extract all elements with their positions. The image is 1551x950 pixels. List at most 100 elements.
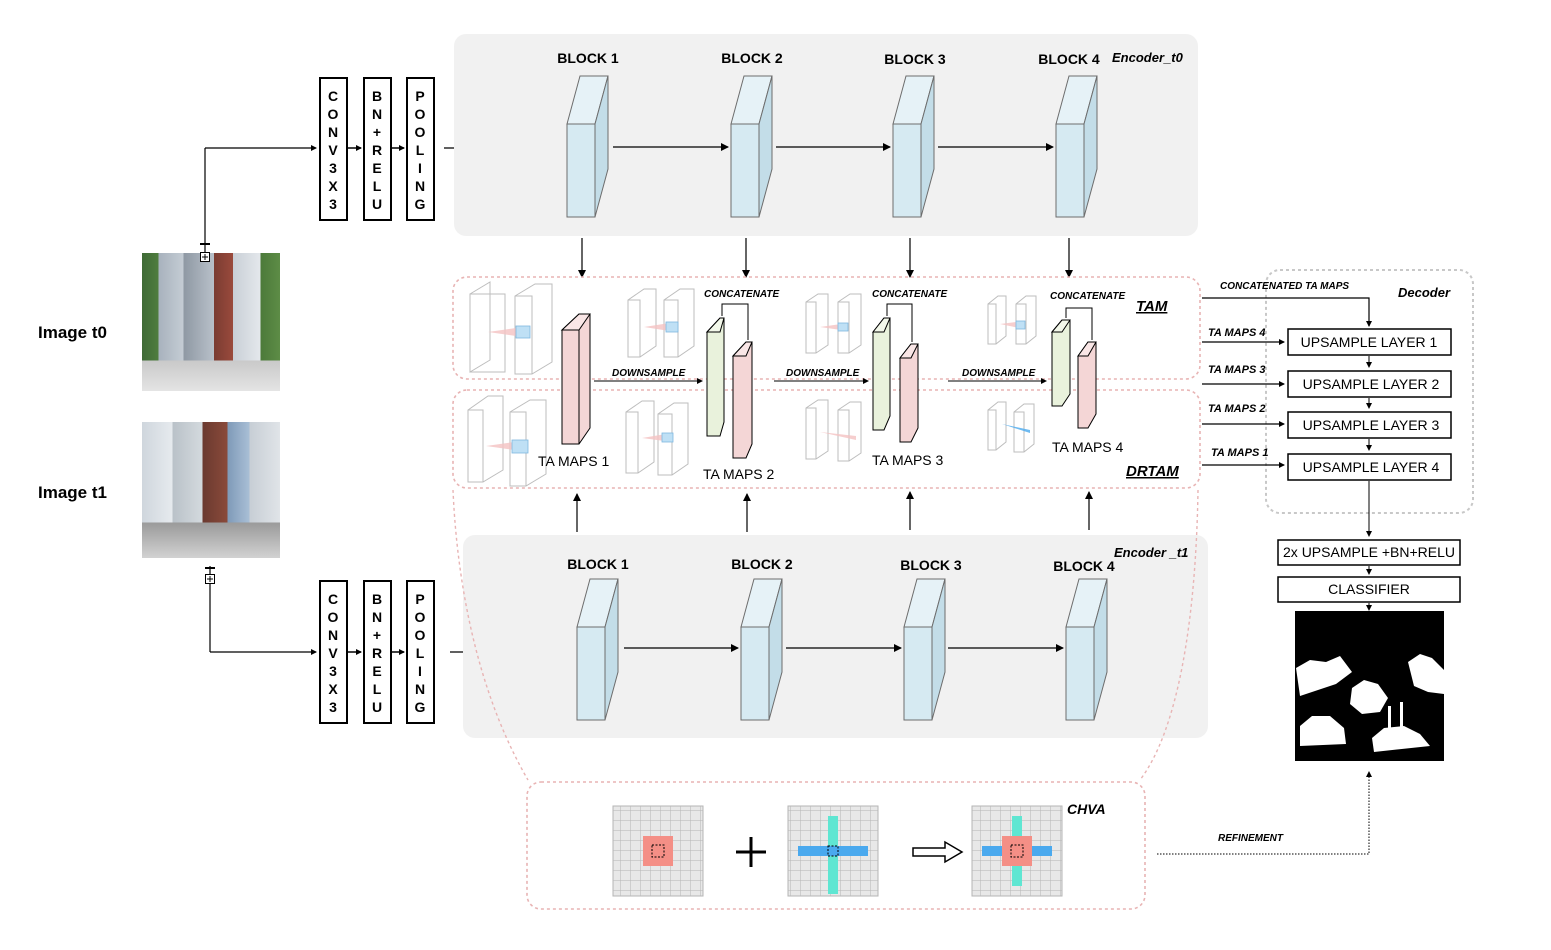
upsample-layer-1-box bbox=[1287, 328, 1452, 356]
encoder-t0-panel: Encoder_t0 BLOCK 1 BLOCK 2 BLOCK 3 BLOCK… bbox=[454, 34, 1198, 236]
tam-title: TAM bbox=[1136, 298, 1168, 315]
bn-relu-box-t1 bbox=[363, 580, 392, 724]
bn-t1-letter: E bbox=[372, 663, 381, 679]
pool-t1-letter: N bbox=[415, 681, 425, 697]
upsample-layer-3-box bbox=[1287, 411, 1452, 439]
encoder-t0-block-1 bbox=[566, 75, 609, 218]
conv-t0-letter: C bbox=[328, 88, 338, 104]
bn-t0-letter: N bbox=[372, 106, 382, 122]
bn-t0-letter: U bbox=[372, 196, 382, 212]
encoder-t1-block-4 bbox=[1065, 578, 1108, 721]
refinement-label: REFINEMENT bbox=[1218, 833, 1284, 844]
ta-maps-3-label: TA MAPS 3 bbox=[872, 452, 944, 468]
bn-t1-letter: B bbox=[372, 591, 382, 607]
image-t0-connector bbox=[200, 145, 317, 262]
upsample-bn-relu-box bbox=[1277, 539, 1461, 566]
conv-t1-letter: N bbox=[328, 627, 338, 643]
bn-t0-letter: L bbox=[373, 178, 382, 194]
concatenate-label-3: CONCATENATE bbox=[1050, 291, 1126, 302]
chva-region: CHVA REFINEMENT bbox=[452, 489, 1372, 910]
stage4-volumes bbox=[987, 295, 1037, 453]
conv-t0-letter: V bbox=[328, 142, 338, 158]
pool-t0-letter: G bbox=[415, 196, 426, 212]
upsample-bn-relu-label: 2x UPSAMPLE +BN+RELU bbox=[1283, 544, 1455, 560]
downsample-label-2: DOWNSAMPLE bbox=[786, 368, 860, 379]
ta-map-2-blocks bbox=[705, 303, 753, 459]
upsample-layer-4-label: UPSAMPLE LAYER 4 bbox=[1303, 459, 1440, 475]
encoder-t1-block1-label: BLOCK 1 bbox=[567, 556, 629, 572]
encoder-t0-block1-label: BLOCK 1 bbox=[557, 50, 619, 66]
encoder-t0-block3-label: BLOCK 3 bbox=[884, 51, 946, 67]
decoder-title: Decoder bbox=[1398, 285, 1451, 300]
encoder-t0-block-4 bbox=[1055, 75, 1098, 218]
drtam-region: DRTAM bbox=[452, 389, 1201, 489]
pool-t0-letter: N bbox=[415, 178, 425, 194]
bn-t1-letter: R bbox=[372, 645, 382, 661]
encoder-t0-block4-label: BLOCK 4 bbox=[1038, 51, 1100, 67]
pooling-box-t1 bbox=[406, 580, 435, 724]
concatenate-label-2: CONCATENATE bbox=[872, 289, 948, 300]
conv-t1-letter: V bbox=[328, 645, 338, 661]
conv3x3-box-t1 bbox=[319, 580, 348, 724]
stage3-volumes bbox=[805, 293, 862, 462]
pool-t0-letter: L bbox=[416, 142, 425, 158]
classifier-label: CLASSIFIER bbox=[1328, 581, 1410, 597]
bn-t1-letter: L bbox=[373, 681, 382, 697]
conv-t0-letter: O bbox=[328, 106, 339, 122]
encoder-t0-block-2 bbox=[730, 75, 773, 218]
encoder-t1-block-1 bbox=[576, 578, 619, 721]
pool-t1-letter: G bbox=[415, 699, 426, 715]
image-t1-label: Image t1 bbox=[38, 483, 107, 502]
encoder-t0-block-3 bbox=[892, 75, 935, 218]
conv-t1-letter: 3 bbox=[329, 663, 337, 679]
pool-t0-letter: O bbox=[415, 124, 426, 140]
pool-t1-letter: L bbox=[416, 645, 425, 661]
pool-t1-letter: I bbox=[418, 663, 422, 679]
classifier-box bbox=[1277, 576, 1461, 603]
bn-relu-box-t0 bbox=[363, 77, 392, 221]
bn-t0-letter: + bbox=[373, 124, 381, 140]
conv-t1-letter: X bbox=[328, 681, 338, 697]
image-t1-connector bbox=[205, 566, 317, 655]
upsample-layer-4-box bbox=[1287, 453, 1452, 481]
image-t0-label: Image t0 bbox=[38, 323, 107, 342]
pooling-box-t0 bbox=[406, 77, 435, 221]
conv-t1-letter: 3 bbox=[329, 699, 337, 715]
hollow-arrow-icon bbox=[912, 840, 964, 864]
image-t0-photo bbox=[142, 253, 280, 391]
bn-t1-letter: + bbox=[373, 627, 381, 643]
bn-t1-letter: N bbox=[372, 609, 382, 625]
concatenated-ta-maps-label: CONCATENATED TA MAPS bbox=[1220, 281, 1349, 292]
encoder-t1-title: Encoder _t1 bbox=[1114, 545, 1188, 560]
decoder-input-ta-maps-3: TA MAPS 3 bbox=[1208, 364, 1265, 376]
ta-maps-1-label: TA MAPS 1 bbox=[538, 453, 610, 469]
image-t1-photo bbox=[142, 422, 280, 558]
decoder-input-ta-maps-2: TA MAPS 2 bbox=[1208, 403, 1265, 415]
conv-t0-letter: 3 bbox=[329, 160, 337, 176]
plus-icon bbox=[736, 837, 766, 867]
downsample-label-3: DOWNSAMPLE bbox=[962, 368, 1036, 379]
ta-maps-4-label: TA MAPS 4 bbox=[1052, 439, 1124, 455]
decoder-input-ta-maps-1: TA MAPS 1 bbox=[1211, 447, 1268, 459]
encoder-t0-title: Encoder_t0 bbox=[1112, 50, 1184, 65]
bn-t0-letter: E bbox=[372, 160, 381, 176]
encoder-t1-panel: Encoder _t1 BLOCK 1 BLOCK 2 BLOCK 3 BLOC… bbox=[463, 535, 1208, 738]
conv-t0-letter: 3 bbox=[329, 196, 337, 212]
upsample-layer-2-label: UPSAMPLE LAYER 2 bbox=[1303, 376, 1440, 392]
pool-t0-letter: P bbox=[415, 88, 424, 104]
bn-t1-letter: U bbox=[372, 699, 382, 715]
pool-t1-letter: O bbox=[415, 609, 426, 625]
upsample-layer-2-box bbox=[1287, 370, 1452, 398]
encoder-t0-block2-label: BLOCK 2 bbox=[721, 50, 783, 66]
chva-grid-local bbox=[612, 805, 704, 897]
chva-grid-combined bbox=[971, 805, 1063, 897]
downsample-label-1: DOWNSAMPLE bbox=[612, 368, 686, 379]
stage1-bottom-volumes bbox=[467, 395, 547, 487]
ta-map-1-block bbox=[560, 313, 591, 445]
bn-t0-letter: B bbox=[372, 88, 382, 104]
upsample-layer-3-label: UPSAMPLE LAYER 3 bbox=[1303, 417, 1440, 433]
pool-t0-letter: I bbox=[418, 160, 422, 176]
